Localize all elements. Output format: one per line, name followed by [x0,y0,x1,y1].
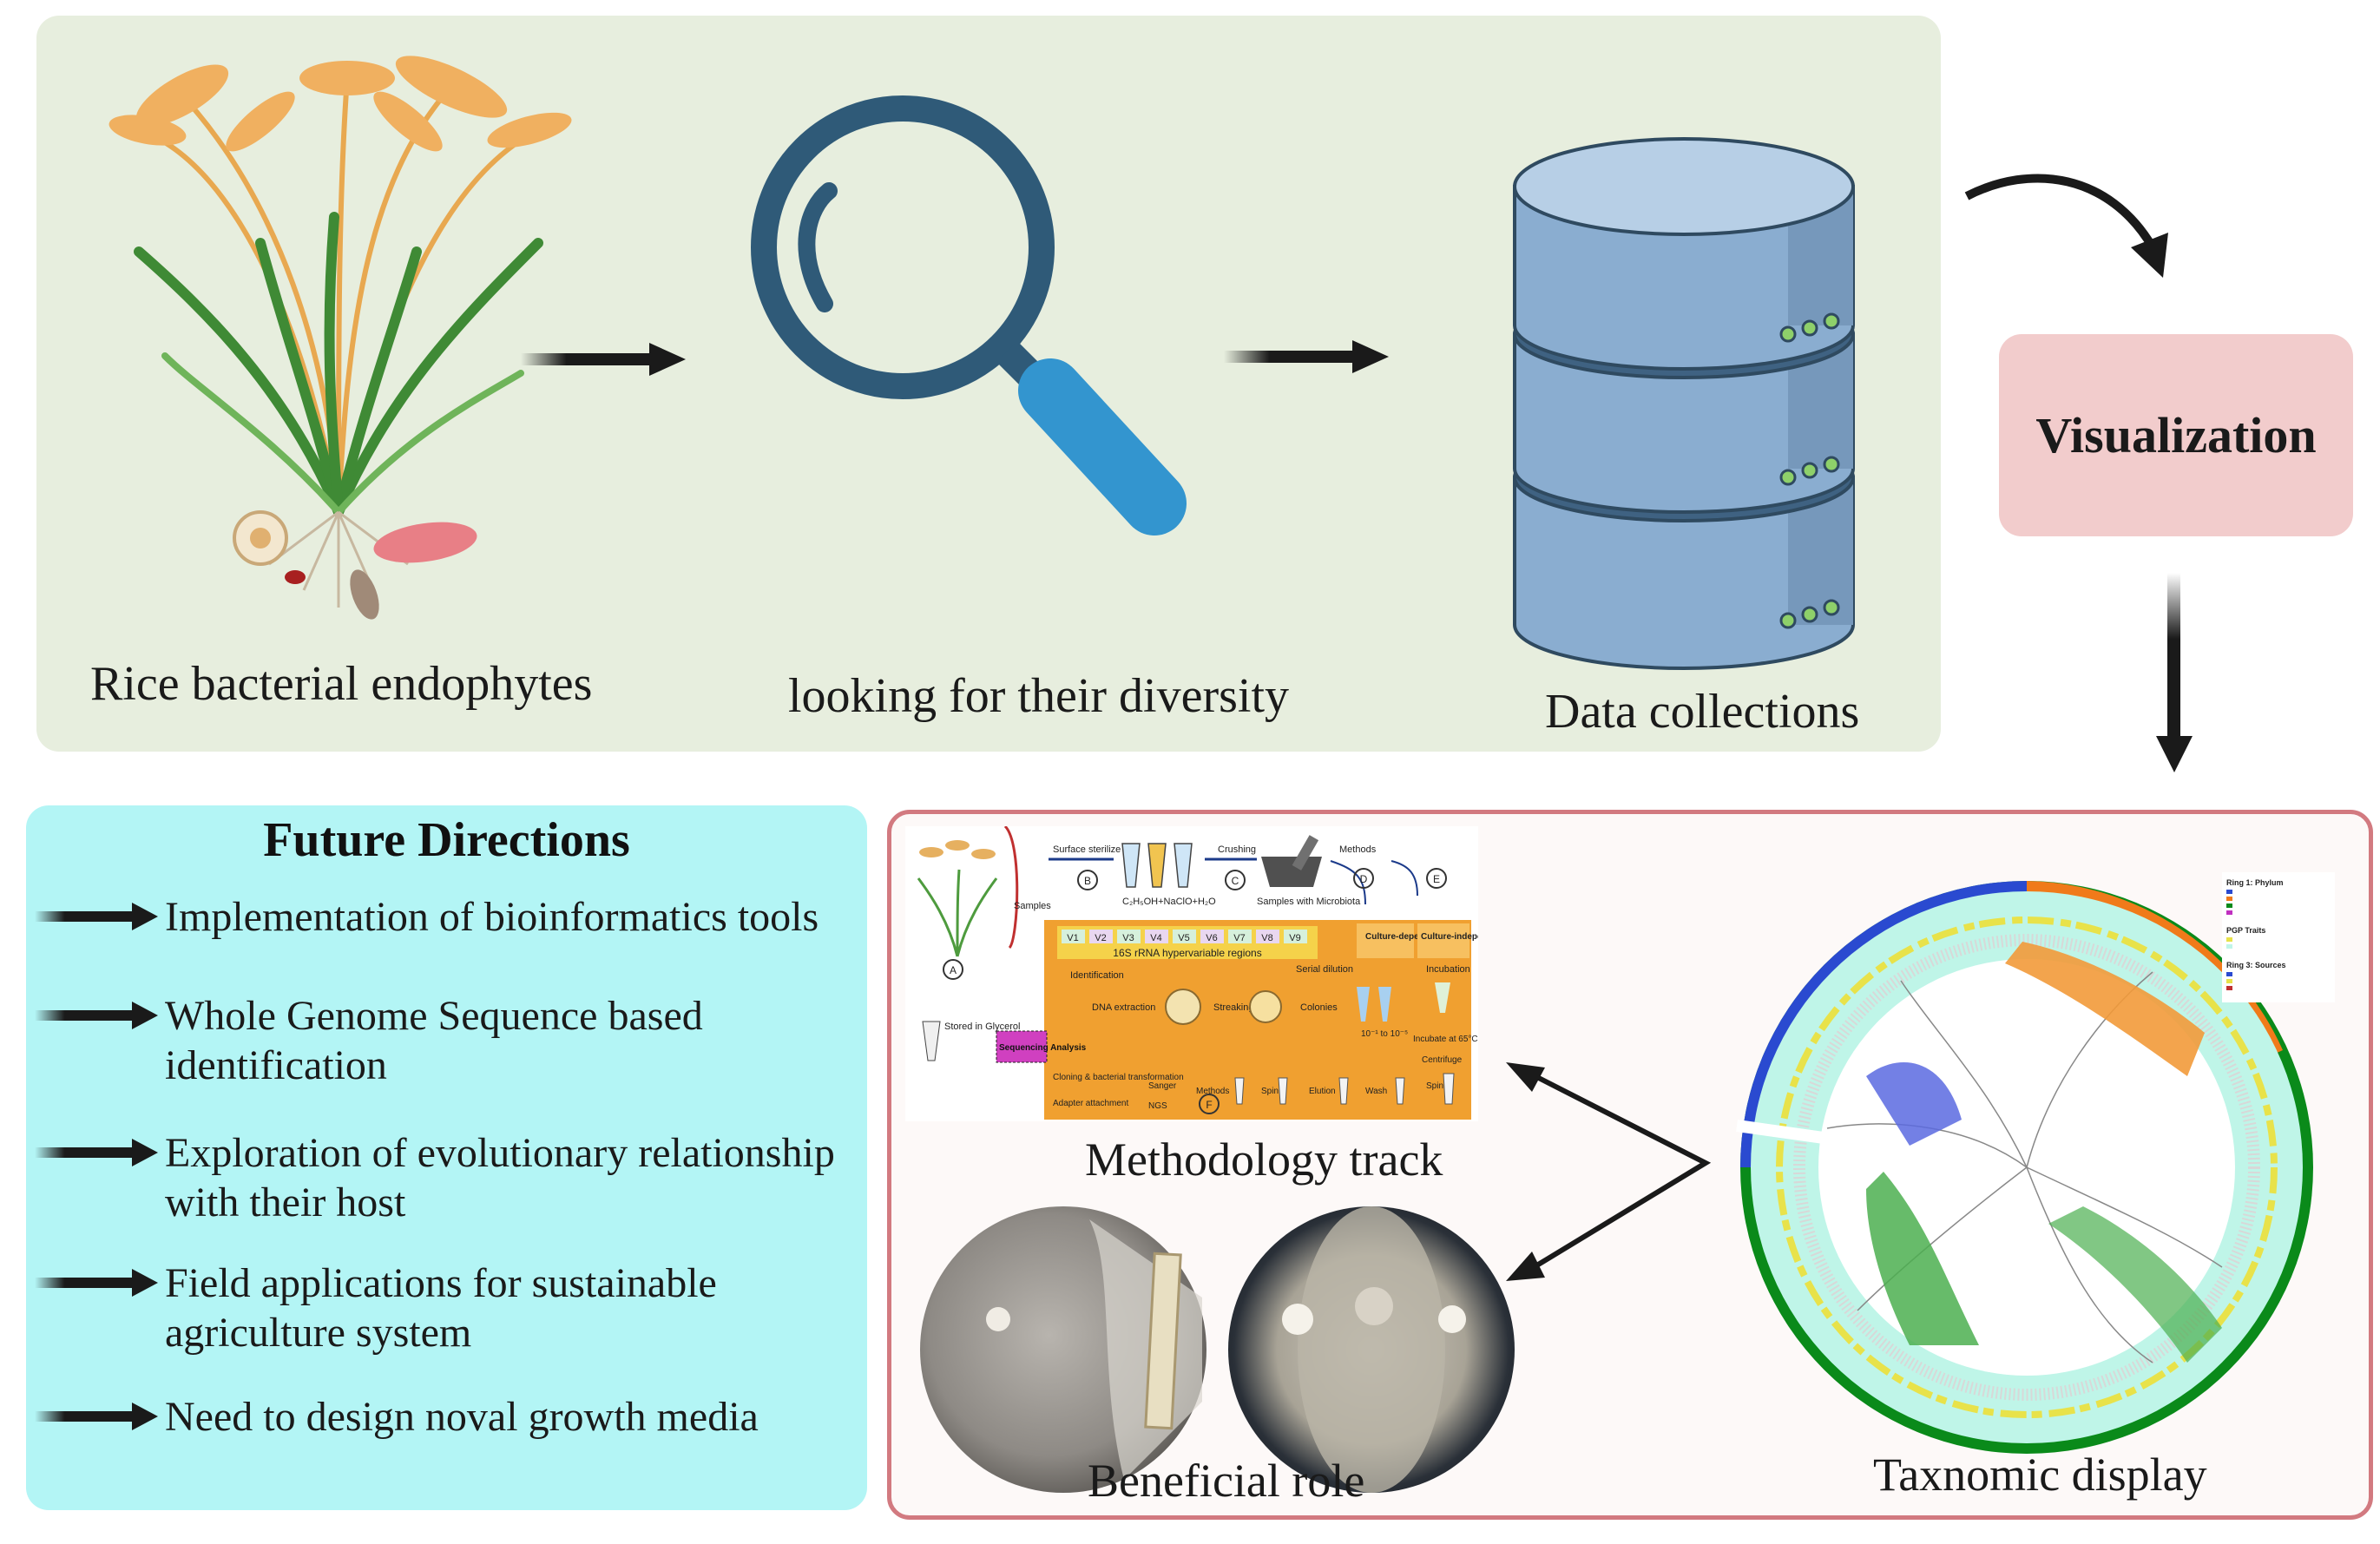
crushing-label: Crushing [1218,844,1256,855]
culture-independent-label: Culture-independent [1421,932,1478,942]
methodology-caption: Methodology track [1085,1133,1443,1186]
future-direction-line1: Field applications for sustainable [165,1260,717,1306]
future-direction-line2: agriculture system [165,1310,472,1356]
region-label: V2 [1095,933,1106,943]
identification-label: Identification [1070,970,1124,981]
down-arrow-icon [2156,573,2193,772]
database-icon [1513,137,1855,670]
region-box [1062,930,1085,943]
region-box [1089,930,1113,943]
bullet-arrow-icon [35,903,158,930]
step1-label: Rice bacterial endophytes [90,657,593,711]
colonies-label: Colonies [1300,1002,1338,1013]
culture-dependent-label: Culture-dependent [1365,932,1443,942]
region-box [1200,930,1224,943]
incubation-label: Incubation [1426,964,1470,975]
step-letter-e: E [1433,873,1440,885]
future-direction-line2: with their host [165,1179,406,1225]
sanger-label: Sanger [1148,1081,1177,1091]
incubate-label: Incubate at 65°C [1413,1035,1478,1044]
tree-legend-ring1: Ring 1: Phylum [2226,878,2284,887]
sequencing-label: Sequencing Analysis [999,1043,1087,1053]
centrifuge-label: Centrifuge [1422,1055,1463,1065]
future-directions-panel: Future Directions [26,805,867,1510]
future-direction-line1: Exploration of evolutionary relationship [165,1130,835,1176]
region-box [1117,930,1141,943]
region-box [1256,930,1279,943]
tree-legend-pgp: PGP Traits [2226,926,2265,935]
phylogenetic-tree-image: Ring 1: Phylum PGP Traits Ring 3: Source… [1736,872,2335,1454]
region-box [1228,930,1252,943]
visualization-box: Visualization [1999,334,2353,536]
future-direction-line1: Need to design noval growth media [165,1394,759,1440]
region-label: V5 [1178,933,1189,943]
step-letter-d: D [1360,873,1368,885]
spin-label: Spin [1261,1087,1279,1096]
streaking-label: Streaking [1213,1002,1253,1013]
microbiota-label: Samples with Microbiota [1257,897,1361,907]
chemicals-label: C₂H₅OH+NaClO+H₂O [1122,897,1216,907]
future-direction-item: Need to design noval growth media [165,1392,759,1442]
future-direction-line1: Whole Genome Sequence based [165,993,703,1039]
dna-extraction-label: DNA extraction [1092,1002,1155,1013]
dilution-range-label: 10⁻¹ to 10⁻⁵ [1361,1029,1408,1039]
stored-in-label: Stored in Glycerol [944,1022,1020,1032]
elution-label: Elution [1309,1087,1336,1096]
future-direction-item: Implementation of bioinformatics tools [165,892,819,942]
bullet-arrow-icon [35,1002,158,1029]
adapter-label: Adapter attachment [1053,1099,1128,1108]
region-label: V9 [1289,933,1300,943]
serial-dilution-label: Serial dilution [1296,964,1353,975]
future-direction-line1: Implementation of bioinformatics tools [165,894,819,940]
methodology-figure: A Samples Surface sterilize B C₂H₅OH+NaC… [905,826,1478,1121]
petri-dishes-image [920,1206,1515,1493]
beneficial-caption: Beneficial role [1088,1455,1365,1507]
future-directions-title: Future Directions [263,813,630,867]
region-box [1284,930,1307,943]
region-label: V7 [1233,933,1245,943]
step-letter-a: A [950,964,957,976]
region-label: V3 [1122,933,1134,943]
step-letter-c: C [1232,875,1239,887]
rice-plant-illustration [108,56,572,620]
region-label: V6 [1206,933,1217,943]
methods2-label: Methods [1196,1087,1229,1096]
taxonomic-caption: Taxnomic display [1873,1449,2207,1501]
region-box [1145,930,1168,943]
samples-label: Samples [1014,901,1051,911]
flow-arrow-icon [1224,340,1389,373]
rrna-label: 16S rRNA hypervariable regions [1113,947,1261,959]
flow-arrow-icon [521,343,686,376]
magnifier-icon [751,95,1187,535]
region-label: V4 [1150,933,1161,943]
future-direction-line2: identification [165,1042,387,1088]
bullet-arrow-icon [35,1269,158,1297]
future-direction-item: Exploration of evolutionary relationship… [165,1128,835,1227]
cloning-label: Cloning & bacterial transformation [1053,1073,1184,1082]
region-label: V8 [1261,933,1272,943]
ngs-label: NGS [1148,1101,1167,1111]
region-label: V1 [1067,933,1078,943]
bullet-arrow-icon [35,1403,158,1430]
wash-label: Wash [1365,1087,1387,1096]
step3-label: Data collections [1545,685,1860,739]
double-arrow-icon [1506,1062,1712,1281]
tree-legend-ring3: Ring 3: Sources [2226,961,2286,969]
spin2-label: Spin [1426,1081,1443,1091]
surface-sterilize-label: Surface sterilize [1053,844,1121,855]
step2-label: looking for their diversity [788,669,1290,723]
step-letter-f: F [1206,1099,1212,1111]
methods-label: Methods [1339,844,1377,855]
step-letter-b: B [1084,875,1091,887]
visualization-label: Visualization [2035,407,2317,463]
curved-arrow-icon [1964,174,2168,278]
region-box [1173,930,1196,943]
bullet-arrow-icon [35,1139,158,1166]
